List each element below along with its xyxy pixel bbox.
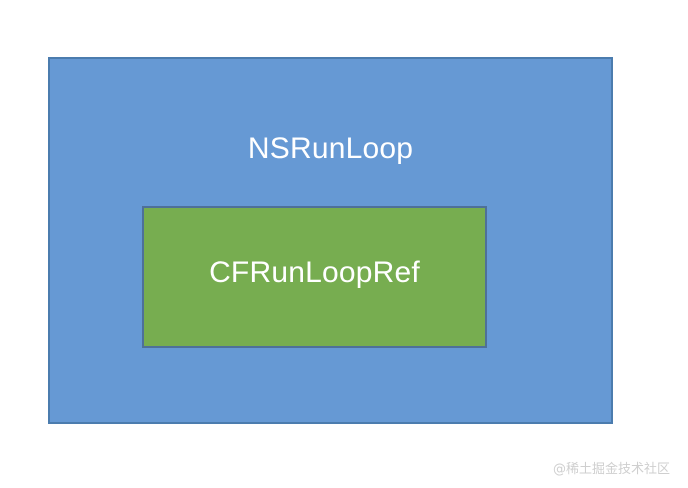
watermark: @稀土掘金技术社区 [552, 462, 670, 477]
inner-box-cfrunloopref: CFRunLoopRef [142, 206, 487, 348]
outer-box-label: NSRunLoop [247, 132, 414, 165]
inner-box-label: CFRunLoopRef [209, 256, 420, 289]
